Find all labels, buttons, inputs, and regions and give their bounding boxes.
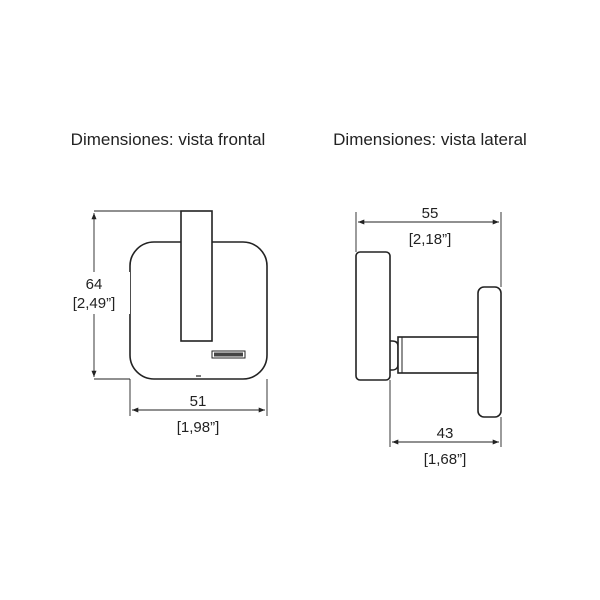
side-hook-plate [355, 251, 391, 381]
width-in-label: [1,98”] [177, 419, 220, 436]
side-connector [390, 340, 399, 371]
front-view-title: Dimensiones: vista frontal [71, 130, 266, 149]
height-mm-label: 64 [86, 276, 103, 293]
side-view: 55 [2,18”] 43 [1,68”] [355, 205, 502, 468]
logo-badge-mark [214, 352, 243, 357]
side-wall-plate [477, 286, 502, 418]
side-arm [397, 336, 479, 374]
depth-mm-label: 55 [422, 205, 439, 222]
height-in-label: [2,49”] [73, 295, 116, 312]
depth-in-label: [2,18”] [409, 231, 452, 248]
projection-in-label: [1,68”] [424, 451, 467, 468]
height-label-bg [58, 272, 130, 314]
side-view-title: Dimensiones: vista lateral [333, 130, 527, 149]
projection-mm-label: 43 [437, 425, 454, 442]
width-mm-label: 51 [190, 393, 207, 410]
front-hook-arm [180, 210, 213, 342]
front-view: 64 [2,49”] 51 [1,98”] [58, 210, 268, 436]
